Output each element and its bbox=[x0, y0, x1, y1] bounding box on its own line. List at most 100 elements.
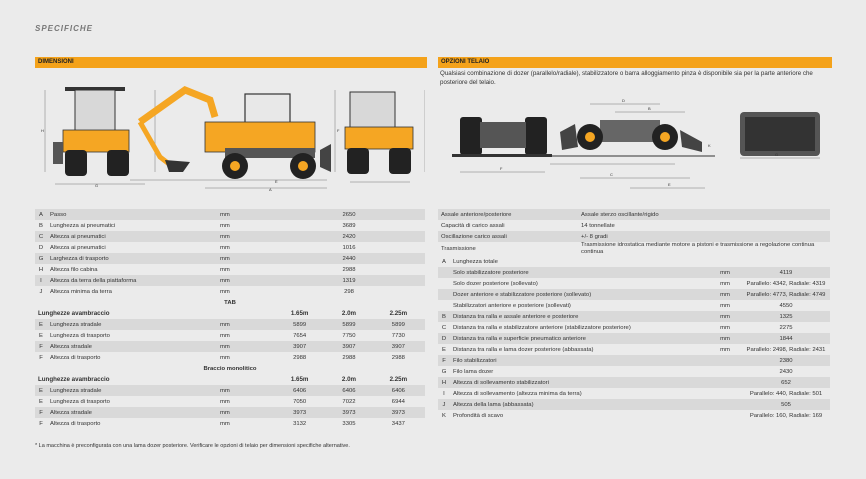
table-cell: TAB bbox=[35, 297, 425, 308]
table-cell: 3305 bbox=[326, 418, 372, 429]
table-cell: Larghezza di trasporto bbox=[47, 253, 217, 264]
table-cell: mm bbox=[217, 385, 273, 396]
table-cell: 2.25m bbox=[371, 374, 425, 385]
table-cell: 5899 bbox=[273, 319, 327, 330]
table-cell: 2988 bbox=[371, 352, 425, 363]
table-cell: E bbox=[438, 344, 450, 355]
table-cell: 2988 bbox=[273, 352, 327, 363]
table-cell: Lunghezza di trasporto bbox=[47, 330, 217, 341]
table-cell: Altezza filo cabina bbox=[47, 264, 217, 275]
table-cell: J bbox=[438, 399, 450, 410]
table-cell: Assale sterzo oscillante/rigido bbox=[578, 209, 830, 220]
table-cell: 3437 bbox=[371, 418, 425, 429]
table-cell: Passo bbox=[47, 209, 217, 220]
dim-label-b: B bbox=[648, 106, 651, 111]
brand-title: SPECIFICHE bbox=[35, 24, 94, 33]
table-cell: J bbox=[35, 286, 47, 297]
table-cell: Oscillazione carico assali bbox=[438, 231, 578, 242]
table-cell: H bbox=[438, 377, 450, 388]
table-cell: mm bbox=[217, 231, 273, 242]
table-cell: 652 bbox=[742, 377, 830, 388]
dim-label-h: H bbox=[41, 128, 44, 133]
table-cell: 3907 bbox=[371, 341, 425, 352]
table-cell: B bbox=[35, 220, 47, 231]
table-cell: 2.0m bbox=[326, 374, 372, 385]
dim-label-a: A bbox=[269, 187, 272, 192]
table-row: Stabilizzatori anteriore e posteriore (s… bbox=[438, 300, 830, 311]
table-cell: Parallelo: 4342, Radiale: 4319 bbox=[742, 278, 830, 289]
table-cell: Lunghezza ai pneumatici bbox=[47, 220, 217, 231]
table-cell: mm bbox=[217, 253, 273, 264]
table-cell: Altezza di trasporto bbox=[47, 418, 217, 429]
table-cell: mm bbox=[217, 220, 273, 231]
table-cell: Lunghezze avambraccio bbox=[35, 308, 273, 319]
table-cell: 1016 bbox=[273, 242, 425, 253]
table-cell: mm bbox=[217, 264, 273, 275]
table-cell: 2420 bbox=[273, 231, 425, 242]
table-cell: mm bbox=[708, 344, 742, 355]
table-cell: mm bbox=[217, 286, 273, 297]
dim-label-e: E bbox=[275, 179, 278, 184]
table-cell bbox=[708, 399, 742, 410]
table-cell: Altezza stradale bbox=[47, 407, 217, 418]
table-cell: 6406 bbox=[273, 385, 327, 396]
table-cell: Altezza stradale bbox=[47, 341, 217, 352]
table-cell bbox=[708, 410, 742, 421]
table-cell: 3689 bbox=[273, 220, 425, 231]
table-cell: 3907 bbox=[273, 341, 327, 352]
section-dimensioni: DIMENSIONI bbox=[35, 57, 427, 68]
table-cell: F bbox=[35, 407, 47, 418]
table-cell: Parallelo: 2498, Radiale: 2431 bbox=[742, 344, 830, 355]
table-cell: 2988 bbox=[326, 352, 372, 363]
table-cell: C bbox=[438, 322, 450, 333]
table-cell bbox=[708, 256, 742, 267]
table-cell: G bbox=[35, 253, 47, 264]
table-cell: D bbox=[438, 333, 450, 344]
table-cell: Braccio monolitico bbox=[35, 363, 425, 374]
table-cell: mm bbox=[217, 330, 273, 341]
table-cell: I bbox=[35, 275, 47, 286]
table-cell: 1.65m bbox=[273, 374, 327, 385]
table-cell: 2650 bbox=[273, 209, 425, 220]
table-cell: 5899 bbox=[371, 319, 425, 330]
table-cell: mm bbox=[708, 300, 742, 311]
table-cell: K bbox=[438, 410, 450, 421]
table-cell: mm bbox=[217, 396, 273, 407]
table-cell: 6406 bbox=[326, 385, 372, 396]
table-cell: Lunghezza di trasporto bbox=[47, 396, 217, 407]
table-cell: Altezza ai pneumatici bbox=[47, 242, 217, 253]
table-cell: 3132 bbox=[273, 418, 327, 429]
table-cell: Altezza di sollevamento stabilizzatori bbox=[450, 377, 708, 388]
dim-label-d: D bbox=[622, 98, 625, 103]
table-cell: 298 bbox=[273, 286, 425, 297]
chassis-rear-view bbox=[740, 112, 820, 156]
dim-label-k: K bbox=[708, 143, 711, 148]
table-cell: E bbox=[35, 330, 47, 341]
table-cell: Parallelo: 4773, Radiale: 4749 bbox=[742, 289, 830, 300]
dim-label-e-right: E bbox=[668, 182, 671, 187]
table-cell: 7730 bbox=[371, 330, 425, 341]
side-view bbox=[137, 86, 331, 179]
table-cell: 1844 bbox=[742, 333, 830, 344]
chassis-options-drawing: D B F C E G K bbox=[452, 98, 820, 189]
chassis-front-view bbox=[452, 117, 552, 157]
table-cell: 2430 bbox=[742, 366, 830, 377]
table-cell: mm bbox=[708, 333, 742, 344]
table-cell: Altezza minima da terra bbox=[47, 286, 217, 297]
